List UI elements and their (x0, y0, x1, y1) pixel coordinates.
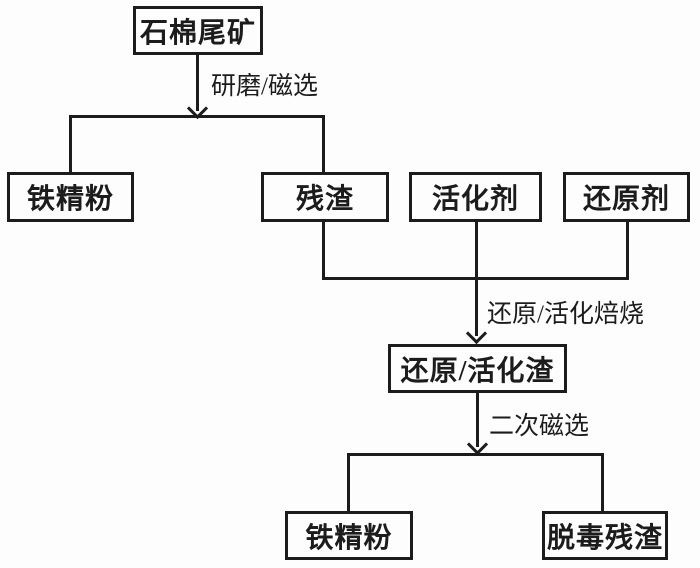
edge-split1-horizontal (69, 115, 325, 118)
node-residue: 残渣 (261, 172, 389, 222)
edge-reducing-agent-drop (626, 222, 629, 280)
edge-label-grinding-magnetic: 研磨/磁选 (211, 73, 318, 100)
edge-split2-left-drop (347, 453, 350, 511)
edge-split1-left-drop (69, 115, 72, 172)
edge-residue-drop (322, 222, 325, 280)
node-iron-concentrate-bottom: 铁精粉 (285, 511, 413, 560)
arrowhead-down-icon (466, 433, 489, 456)
edge-label-reduction-roasting: 还原/活化焙烧 (487, 301, 644, 328)
node-asbestos-tailings: 石棉尾矿 (133, 6, 263, 55)
node-reduction-activation-slag: 还原/活化渣 (388, 344, 567, 393)
node-detoxified-residue: 脱毒残渣 (542, 511, 668, 560)
edge-merge-to-slag-stem (475, 222, 478, 336)
edge-source-to-split-stem (196, 55, 199, 111)
edge-split2-right-drop (601, 453, 604, 511)
node-iron-concentrate-top: 铁精粉 (7, 172, 134, 222)
edge-split2-horizontal (347, 453, 604, 456)
edge-split1-right-drop (322, 115, 325, 172)
edge-slag-to-split-stem (476, 393, 479, 447)
edge-label-secondary-magnetic: 二次磁选 (489, 413, 590, 440)
node-reducing-agent: 还原剂 (563, 172, 690, 222)
arrowhead-down-icon (465, 322, 488, 345)
node-activator: 活化剂 (409, 172, 542, 222)
